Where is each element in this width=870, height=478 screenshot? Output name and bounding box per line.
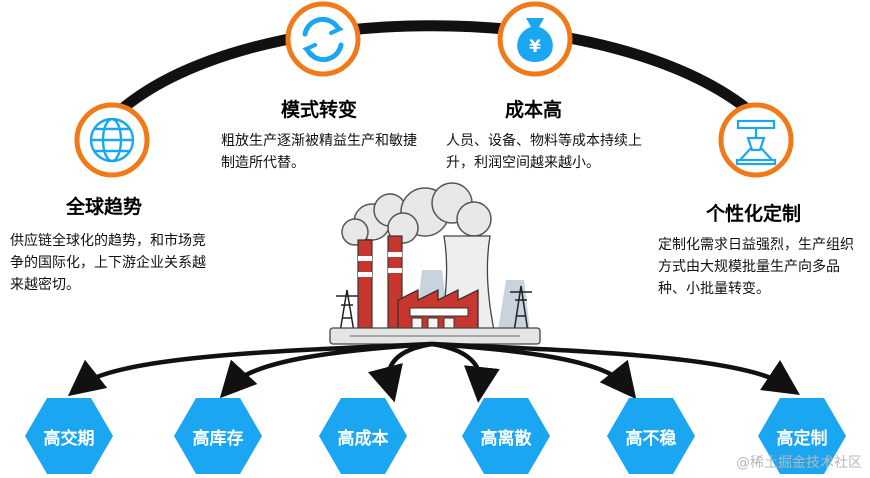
- outcome-hexagon: 高不稳: [607, 398, 695, 474]
- trend-title-mode-change: 模式转变: [281, 99, 358, 121]
- arrow-3: [368, 341, 433, 403]
- watermark: @稀土掘金技术社区: [736, 455, 862, 471]
- money-bag-icon-circle: ¥: [497, 1, 573, 77]
- trend-desc-high-cost: 人员、设备、物料等成本持续上升，利润空间越来越小。: [446, 133, 642, 171]
- refresh-icon: [302, 17, 344, 62]
- globe-icon-circle: [74, 102, 150, 178]
- trend-desc-global: 供应链全球化的趋势，和市场竞争的国际化，上下游企业关系越来越密切。: [10, 233, 206, 293]
- outcome-arrows: [67, 341, 800, 403]
- arrow-4: [431, 341, 500, 403]
- outcome-hexagon: 高离散: [462, 398, 550, 474]
- refresh-icon-circle: [285, 1, 361, 77]
- arrow-6: [431, 341, 800, 395]
- trend-desc-mode-change: 粗放生产逐渐被精益生产和敏捷制造所代替。: [221, 133, 417, 171]
- trend-title-global: 全球趋势: [66, 196, 143, 218]
- globe-icon: [89, 117, 135, 163]
- trend-desc-customization: 定制化需求日益强烈，生产组织方式由大规模批量生产向多品种、小批量转变。: [658, 237, 854, 297]
- factory-illustration: [329, 182, 541, 345]
- svg-text:¥: ¥: [529, 37, 541, 57]
- money-bag-icon: ¥: [517, 18, 553, 62]
- outcome-hexagon: 高定制: [758, 398, 846, 474]
- customization-icon-circle: [718, 102, 794, 178]
- top-arc: [106, 20, 764, 124]
- arrow-2: [219, 341, 433, 399]
- trend-title-customization: 个性化定制: [706, 203, 802, 225]
- trend-title-high-cost: 成本高: [505, 99, 563, 121]
- customization-icon: [735, 119, 777, 166]
